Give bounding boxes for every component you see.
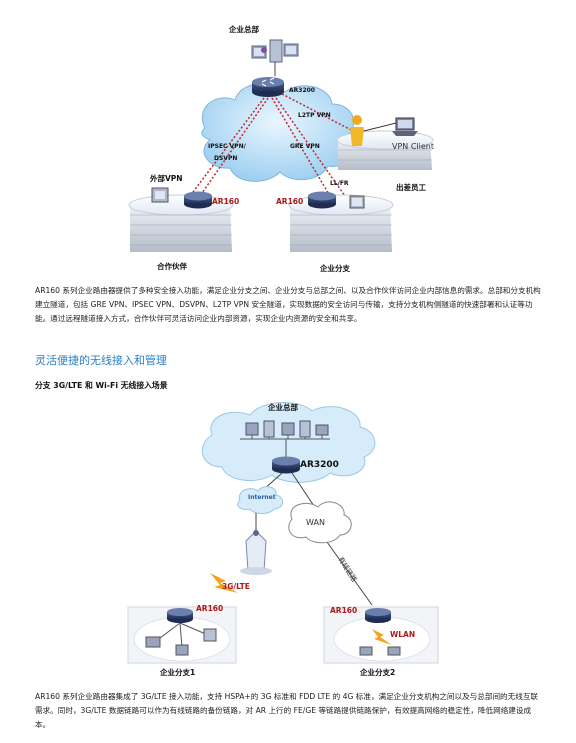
ipsec-vpn-label: IPSEC VPN/ <box>208 143 246 150</box>
dsvpn-label: DSVPN <box>214 155 238 162</box>
hq2-label: 企业总部 <box>268 403 298 412</box>
hq-label: 企业总部 <box>229 25 259 34</box>
lte-label: 3G/LTE <box>222 582 250 591</box>
branch2-router-icon <box>365 608 391 623</box>
wlan-label: WLAN <box>390 630 416 639</box>
l2tp-vpn-label: L2TP VPN <box>298 112 331 119</box>
wireless-access-paragraph: AR160 系列企业路由器集成了 3G/LTE 接入功能，支持 HSPA+的 3… <box>35 690 543 732</box>
vpn-links <box>189 93 356 197</box>
branch1-router-icon <box>167 608 193 623</box>
cell-tower-icon <box>240 530 272 575</box>
branch1-label: 企业分支1 <box>160 668 196 677</box>
branch1-platform <box>127 606 237 664</box>
branch-label: 企业分支 <box>320 264 350 273</box>
llfr-label: LL/FR <box>330 180 349 187</box>
paragraph-text: AR160 系列企业路由器集成了 3G/LTE 接入功能，支持 HSPA+的 3… <box>35 692 539 729</box>
vpn-topology-diagram <box>128 39 434 252</box>
branch-router-label: AR160 <box>276 197 304 206</box>
branch-site-building <box>288 194 394 252</box>
travel-employee-icon <box>350 115 364 146</box>
partner-router-icon <box>184 191 212 209</box>
vpn-client-label: VPN Client <box>392 142 434 151</box>
internet-label: Internet <box>248 494 276 501</box>
core-router2-label: AR3200 <box>300 460 339 470</box>
section-title: 灵活便捷的无线接入和管理 <box>35 354 167 367</box>
security-access-paragraph: AR160 系列企业路由器提供了多种安全接入功能，满足企业分支之间、企业分支与总… <box>35 284 543 326</box>
internet-cloud <box>237 486 283 514</box>
subsection-title: 分支 3G/LTE 和 Wi-Fi 无线接入场景 <box>35 381 168 390</box>
wan-label: WAN <box>306 518 325 527</box>
branch2-router-label: AR160 <box>330 606 358 615</box>
branch2-devices-icon <box>359 646 401 656</box>
wlan-lightning-icon <box>372 629 392 645</box>
hq-cloud <box>201 401 376 483</box>
travel-label: 出差员工 <box>396 183 426 192</box>
ar3200-router-icon <box>252 77 284 97</box>
branch1-router-label: AR160 <box>196 604 224 613</box>
internet-cloud <box>201 83 354 182</box>
hq-computers-icon <box>251 39 299 63</box>
hq-servers-icon <box>240 420 330 459</box>
wan-cloud <box>288 501 352 544</box>
branch-router-icon <box>308 191 336 209</box>
ar3200-router-icon <box>272 456 300 474</box>
core-router-label: AR3200 <box>289 87 315 94</box>
branch2-label: 企业分支2 <box>360 668 396 677</box>
partner-router-label: AR160 <box>212 197 240 206</box>
gre-vpn-label: GRE VPN <box>290 143 320 150</box>
partner-vpn-label: 外部VPN <box>150 174 183 183</box>
partner-label: 合作伙伴 <box>157 262 187 271</box>
branch1-devices-icon <box>145 622 217 656</box>
wireless-access-diagram <box>127 401 439 664</box>
paragraph-text: AR160 系列企业路由器提供了多种安全接入功能，满足企业分支之间、企业分支与总… <box>35 286 541 323</box>
vpn-client-laptop-icon <box>392 117 418 136</box>
lte-lightning-icon <box>210 573 238 593</box>
